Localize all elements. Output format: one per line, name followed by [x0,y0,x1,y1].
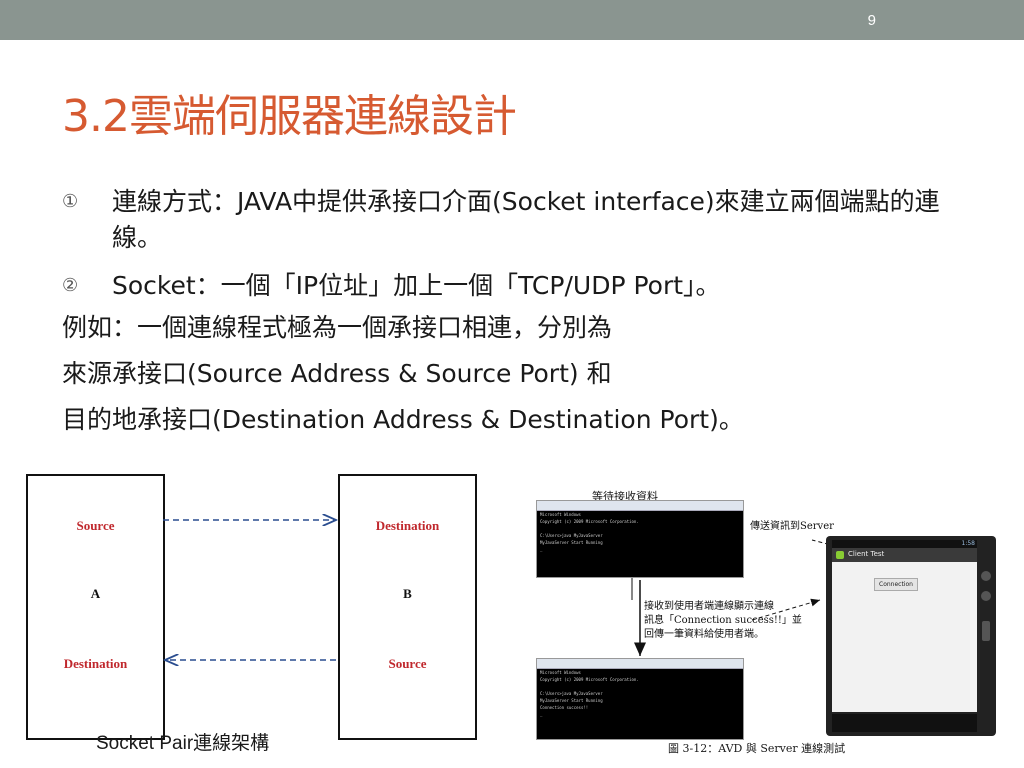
note-receive: 接收到使用者端連線顯示連線 訊息「Connection success!!」並 … [644,600,802,642]
box-b-top-label: Destination [375,518,440,533]
console-titlebar [537,659,743,669]
header-bar: 9 [0,0,1024,40]
note-receive-line: 回傳一筆資料給使用者端。 [644,629,764,640]
console-line [537,683,743,690]
server-console-top: Microsoft Windows Copyright (c) 2009 Mic… [536,500,744,578]
note-send-to-server: 傳送資訊到Server [750,521,834,532]
console-line: Connection success!! [540,705,589,710]
bullet-item: ① 連線方式：JAVA中提供承接口介面(Socket interface)來建立… [62,184,962,256]
socket-box-a: Source A Destination [26,474,165,740]
body-line: 目的地承接口(Destination Address & Destination… [62,405,744,434]
phone-status-bar: 1:58 [832,540,977,548]
socket-box-b: Destination B Source [338,474,477,740]
figure-title: 等待接收資料 [592,490,658,503]
console-line: MyJavaServer Start Running [540,698,603,703]
box-b-mid-label: B [403,586,412,601]
box-b-bottom-label: Source [388,656,427,671]
body-line: 例如：一個連線程式極為一個承接口相連，分別為 [62,313,613,342]
console-line: Microsoft Windows [540,670,581,675]
arrow-server-to-phone [751,598,821,621]
slide-body: ① 連線方式：JAVA中提供承接口介面(Socket interface)來建立… [62,184,962,438]
connection-button[interactable]: Connection [874,578,918,591]
console-line [537,525,743,532]
box-a-mid-label: A [90,586,101,601]
phone-app-bar: Client Test [832,548,977,562]
bullet-item: ② Socket：一個「IP位址」加上一個「TCP/UDP Port」。 [62,268,962,304]
console-line: C:\Users>java MyJavaServer [540,691,603,696]
diagram-caption: Socket Pair連線架構 [96,733,270,754]
phone-clock: 1:58 [961,540,975,547]
note-receive-line: 接收到使用者端連線顯示連線 [644,601,774,612]
phone-screen: Connection [832,562,977,712]
server-console-bottom: Microsoft Windows Copyright (c) 2009 Mic… [536,658,744,740]
phone-app-title: Client Test [848,550,885,558]
bullet-number: ① [62,191,79,212]
phone-side-controls [981,571,991,641]
android-emulator: 1:58 Client Test Connection [826,536,996,736]
body-line: 來源承接口(Source Address & Source Port) 和 [62,359,612,388]
bullet-text: Socket：一個「IP位址」加上一個「TCP/UDP Port」。 [112,271,721,300]
console-line: C:\Users>java MyJavaServer [540,533,603,538]
bullet-number: ② [62,275,79,296]
console-line: _ [540,712,543,717]
android-app-icon [836,551,844,559]
console-line: Copyright (c) 2009 Microsoft Corporation… [540,519,639,524]
slide-title: 3.2雲端伺服器連線設計 [62,91,517,142]
console-titlebar [537,501,743,511]
figure-caption: 圖 3-12：AVD 與 Server 連線測試 [668,742,846,755]
console-line: MyJavaServer Start Running [540,540,603,545]
console-line: _ [540,547,543,552]
note-receive-line: 訊息「Connection success!!」並 [644,615,802,626]
console-line: Microsoft Windows [540,512,581,517]
page-number: 9 [867,12,876,29]
console-line: Copyright (c) 2009 Microsoft Corporation… [540,677,639,682]
box-a-top-label: Source [76,518,115,533]
box-a-bottom-label: Destination [63,656,128,671]
phone-nav-bar [832,714,977,732]
bullet-text: 連線方式：JAVA中提供承接口介面(Socket interface)來建立兩個… [112,187,940,252]
